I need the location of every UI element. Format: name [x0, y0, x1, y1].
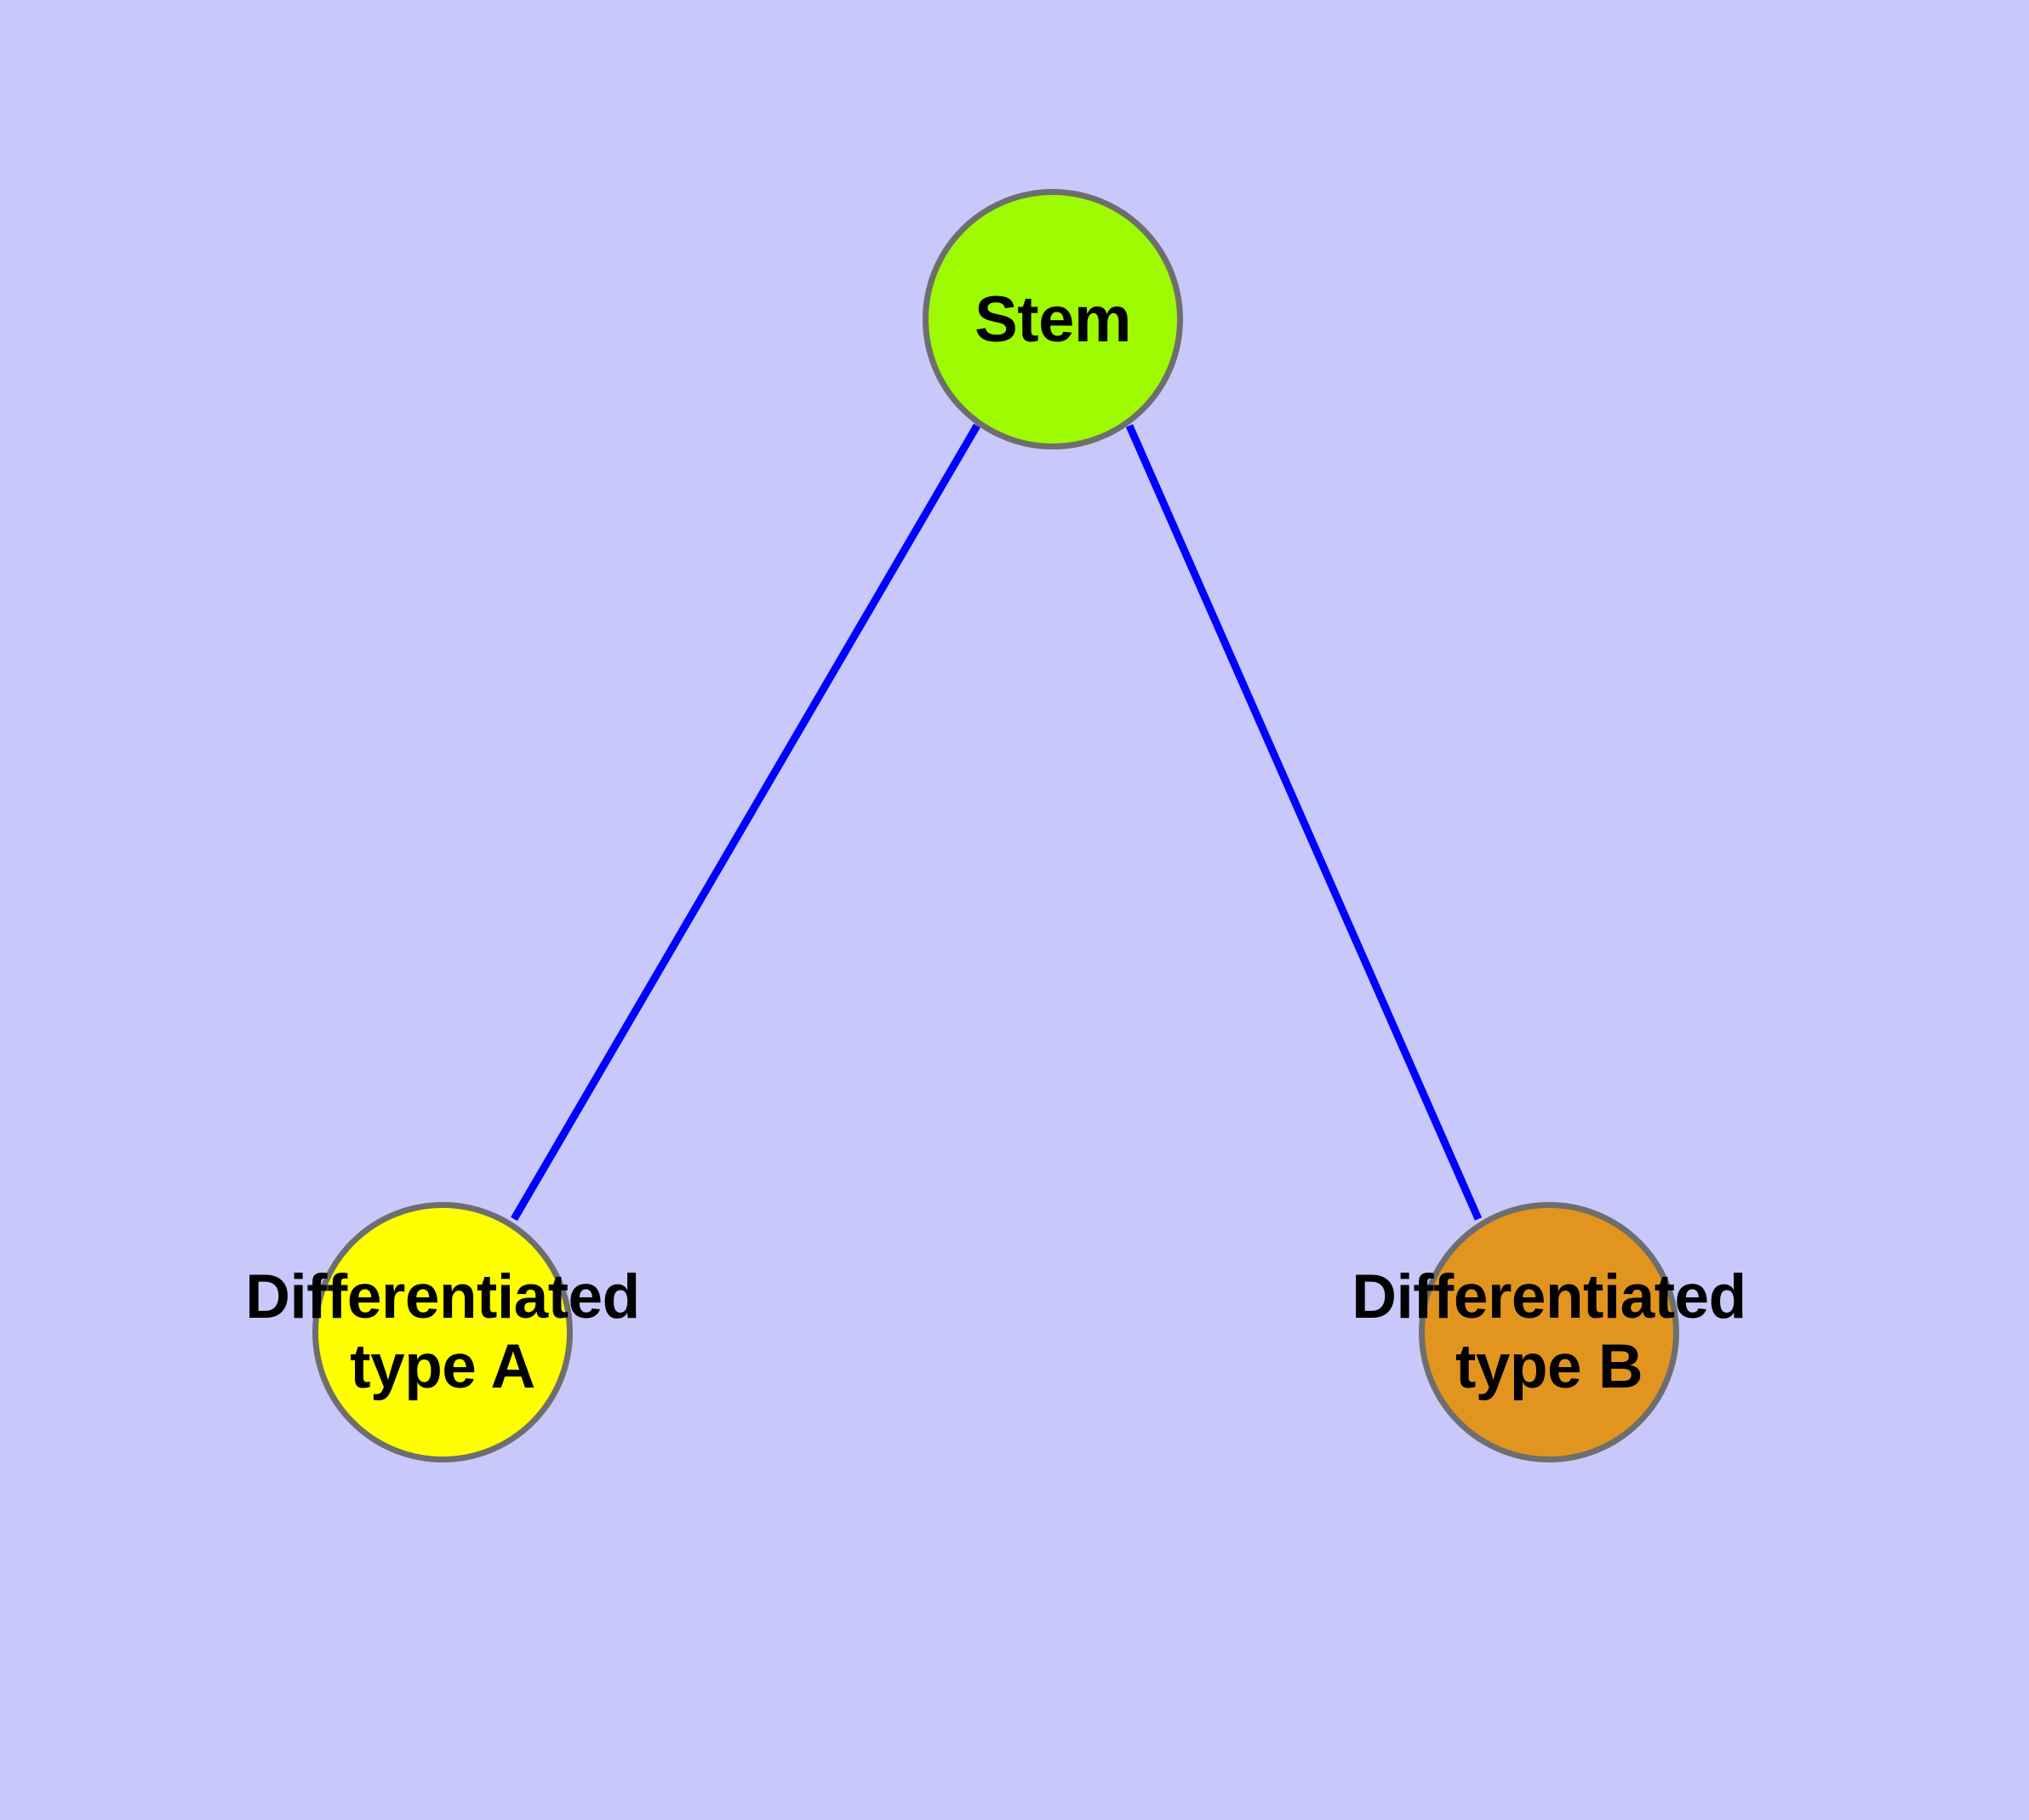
edge-stem-to-diff-b[interactable] [1125, 424, 1483, 1221]
edge-stem-to-diff-a[interactable] [511, 423, 980, 1222]
node-label-line: Differentiated [1352, 1262, 1746, 1331]
node-label-line: Stem [974, 283, 1131, 356]
node-stem-label: Stem [457, 283, 1649, 356]
node-differentiated-type-a[interactable] [312, 1202, 573, 1462]
node-label-line: type B [1455, 1331, 1643, 1401]
node-label-line: Differentiated [245, 1262, 640, 1331]
node-differentiated-type-b[interactable] [1419, 1202, 1679, 1462]
node-stem[interactable] [923, 189, 1183, 449]
node-label-line: type A [350, 1331, 535, 1401]
